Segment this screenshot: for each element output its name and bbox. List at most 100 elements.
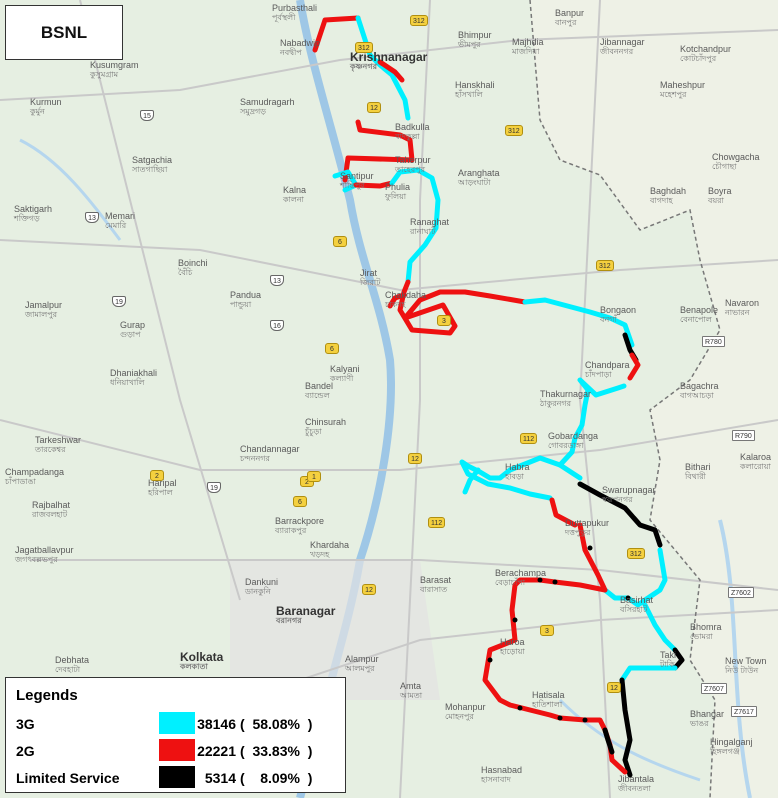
road-shield: 12 — [607, 682, 621, 693]
route-segment-3g — [462, 467, 481, 495]
place-name: Baranagar — [276, 604, 336, 618]
place-name-bengali: চন্দননগর — [240, 454, 270, 463]
place-name-bengali: হাঁসখালি — [455, 90, 483, 99]
place-name-bengali: জীবননগর — [600, 47, 634, 56]
place-name: New Town — [725, 656, 767, 666]
map-background — [19, 0, 778, 798]
place-name: Bhimpur — [458, 30, 492, 40]
place-name: Barasat — [420, 575, 452, 585]
road-shield: 3 — [540, 625, 554, 636]
place-name: Barrackpore — [275, 516, 325, 526]
place-name-bengali: আড়ংঘাটা — [458, 178, 491, 187]
legend-percent: ( 8.09% ) — [240, 770, 313, 786]
place-name: Champadanga — [5, 467, 65, 477]
place-name-bengali: শান্তিপুর — [340, 181, 365, 190]
road-shield: Z7607 — [701, 683, 727, 694]
place-name-bengali: কালনা — [283, 195, 304, 204]
place-name: Taki — [660, 650, 677, 660]
road-shield: 1 — [307, 471, 321, 482]
place-name: Majhdia — [512, 37, 544, 47]
place-name: Hasnabad — [481, 765, 523, 775]
place-name-bengali: দত্তপুকুর — [565, 528, 591, 537]
route-segment-2g — [627, 352, 641, 381]
place-name: Duttapukur — [565, 518, 610, 528]
road-shield: 13 — [270, 275, 284, 286]
route-segment-3g — [459, 455, 563, 501]
road-shield: Z7602 — [728, 587, 754, 598]
place-name-bengali: বাগআচড়া — [680, 391, 714, 400]
place-name: Bhomra — [690, 622, 722, 632]
place-name: Jibantala — [618, 774, 655, 784]
legend-label: 3G — [16, 716, 35, 732]
place-name-bengali: চাঁপাডাঙা — [5, 477, 36, 486]
place-name-bengali: সমুদ্রগড় — [240, 107, 266, 116]
place-name-bengali: আমতা — [400, 691, 423, 700]
place-name: Bithari — [685, 462, 711, 472]
place-name-bengali: তাহেরপুর — [395, 165, 425, 174]
legend-row-2g: 2G 22221 ( 33.83% ) — [16, 739, 346, 763]
place-name: Basirhat — [620, 595, 654, 605]
road-shield: 3 — [437, 315, 451, 326]
place-name-bengali: পান্ডুয়া — [230, 300, 252, 309]
place-name: Hanskhali — [455, 80, 495, 90]
route-segment-3g — [619, 665, 678, 683]
place-name: Krishnanagar — [350, 50, 428, 64]
place-name: Berachampa — [495, 568, 547, 578]
road-shield: 2 — [150, 470, 164, 481]
road-shield: 12 — [408, 453, 422, 464]
place-name: Purbasthali — [272, 3, 318, 13]
place-name: Haroa — [500, 637, 525, 647]
place-name-bengali: বয়রা — [708, 196, 724, 205]
route-segment-3g — [642, 602, 678, 653]
place-name-bengali: নাভারন — [725, 308, 750, 317]
place-name-bengali: বাগদাহ — [650, 196, 673, 205]
legend-count: 22221 — [197, 743, 236, 759]
place-name-bengali: হাবড়া — [505, 472, 525, 481]
place-name: Chandannagar — [240, 444, 300, 454]
route-segment-2g — [377, 59, 405, 83]
place-name: Bongaon — [600, 305, 637, 315]
place-name-bengali: চুঁচুড়া — [305, 427, 322, 436]
route-segment-2g — [387, 292, 407, 309]
place-name-bengali: শক্তিগড় — [14, 214, 40, 223]
place-name-bengali: গোবরডাঙ্গা — [548, 441, 584, 450]
road-shield: 312 — [505, 125, 523, 136]
place-name: Dankuni — [245, 577, 279, 587]
road-shield: 19 — [112, 296, 126, 307]
road-shield: 16 — [270, 320, 284, 331]
place-name-bengali: জীবনতলা — [618, 784, 651, 793]
road-shield: 19 — [207, 482, 221, 493]
place-name: Kalna — [283, 185, 307, 195]
road-shield: 6 — [333, 236, 347, 247]
